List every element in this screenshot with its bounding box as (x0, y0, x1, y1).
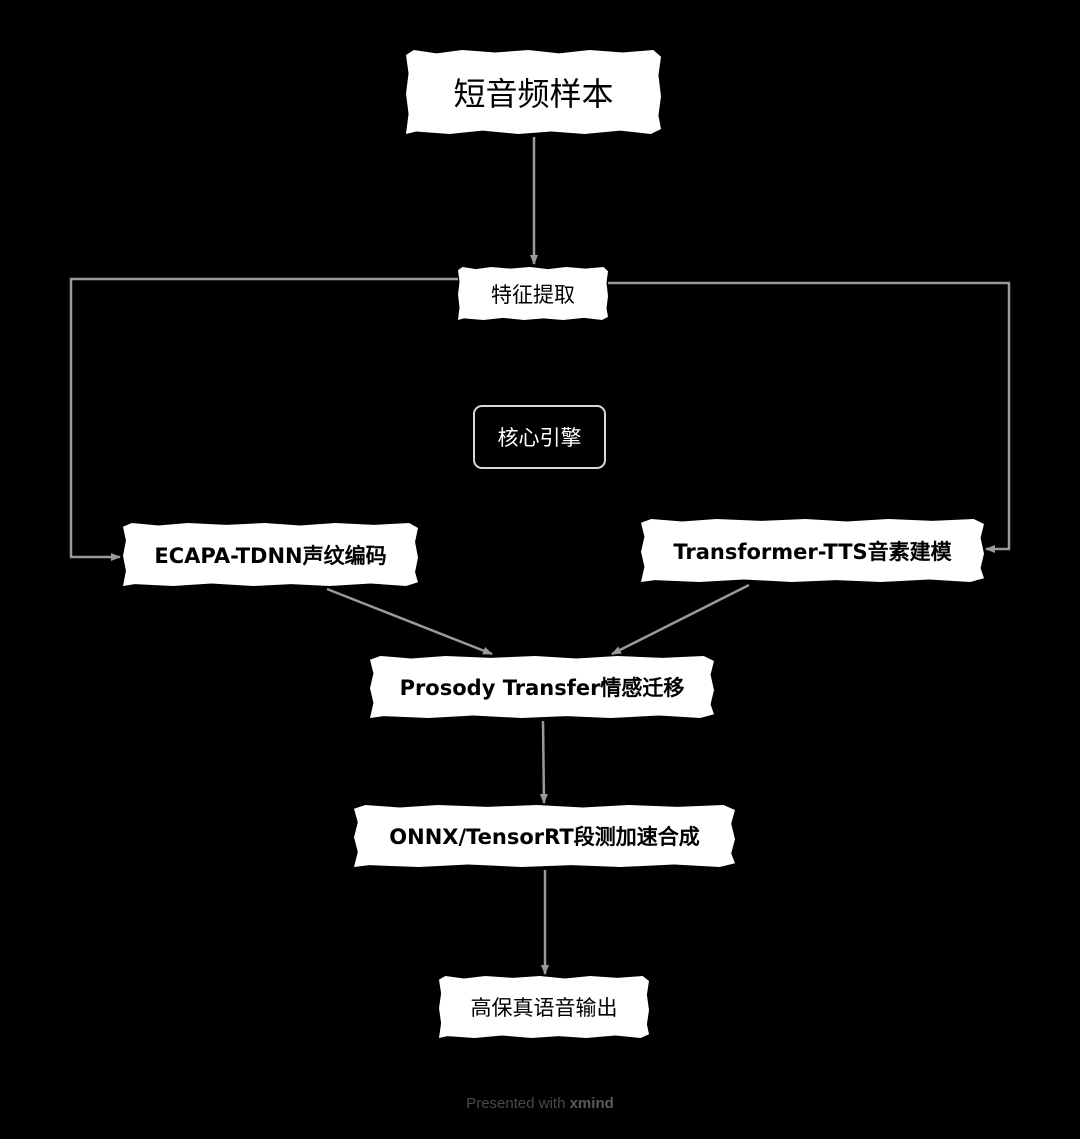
connector-feature-to-ecapa (69, 277, 458, 561)
core-engine-label[interactable]: 核心引擎 (473, 405, 606, 469)
connector-ecapa-to-prosody (326, 587, 493, 656)
footer-prefix: Presented with (466, 1095, 570, 1112)
node-short-audio-sample[interactable]: 短音频样本 (406, 50, 661, 134)
node-label: ECAPA-TDNN声纹编码 (154, 543, 387, 568)
xmind-brand: xmind (569, 1095, 614, 1112)
node-feature-extraction[interactable]: 特征提取 (458, 267, 608, 320)
node-ecapa-tdnn[interactable]: ECAPA-TDNN声纹编码 (123, 523, 418, 586)
node-label: 特征提取 (491, 282, 575, 307)
node-hifi-speech-output[interactable]: 高保真语音输出 (439, 976, 649, 1038)
node-prosody-transfer[interactable]: Prosody Transfer情感迁移 (370, 656, 714, 718)
node-label: 高保真语音输出 (470, 996, 618, 1020)
node-transformer-tts[interactable]: Transformer-TTS音素建模 (641, 519, 984, 582)
connector-prosody-to-onnx (539, 720, 548, 804)
node-onnx-tensorrt[interactable]: ONNX/TensorRT段测加速合成 (354, 805, 735, 867)
presented-with-footer: Presented with xmind (0, 1095, 1080, 1112)
node-label: Transformer-TTS音素建模 (673, 539, 952, 564)
node-label: ONNX/TensorRT段测加速合成 (389, 825, 700, 849)
node-label: Prosody Transfer情感迁移 (399, 676, 685, 700)
connector-transformer-to-prosody (611, 583, 750, 656)
connector-feature-to-transformer (608, 281, 1011, 553)
node-label: 短音频样本 (453, 75, 614, 113)
node-label: 核心引擎 (497, 426, 582, 450)
